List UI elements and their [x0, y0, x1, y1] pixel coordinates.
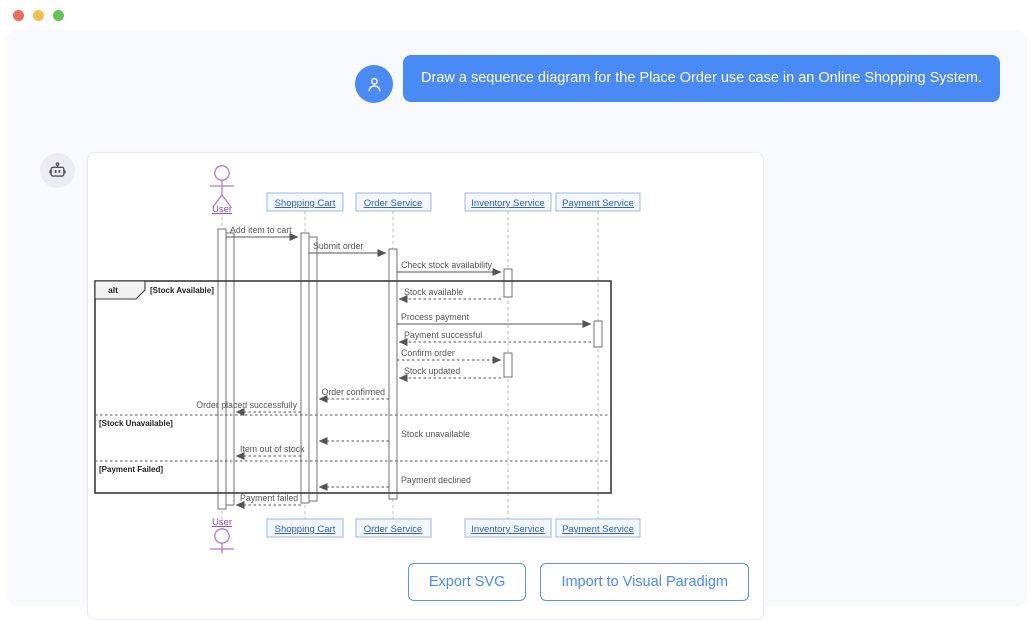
chat-panel: Draw a sequence diagram for the Place Or… — [7, 30, 1027, 620]
message-label-13: Payment declined — [401, 475, 471, 485]
import-visual-paradigm-button[interactable]: Import to Visual Paradigm — [540, 563, 749, 601]
window-controls — [13, 10, 64, 21]
message-label-8: Stock updated — [404, 366, 460, 376]
lifeline-headers-bottom: Shopping Cart Order Service Inventory Se… — [266, 518, 641, 538]
message-label-4: Stock available — [404, 287, 463, 297]
window-titlebar — [0, 0, 1034, 30]
actor-label-bottom: User — [212, 517, 232, 528]
message-label-5: Process payment — [401, 312, 470, 322]
lifeline-header-cart[interactable]: Shopping Cart — [275, 198, 336, 209]
message-label-7: Confirm order — [401, 348, 455, 358]
lifeline-footer-payment[interactable]: Payment Service — [562, 524, 634, 535]
lifeline-footer-inventory[interactable]: Inventory Service — [471, 524, 544, 535]
message-label-12: Item out of stock — [240, 444, 305, 454]
sequence-diagram: User Shopping Cart Order Service Invento… — [88, 153, 763, 553]
message-label-1: Add item to cart — [230, 225, 292, 235]
message-label-10: Order placed successfully — [196, 400, 297, 410]
lifeline-footer-cart[interactable]: Shopping Cart — [275, 524, 336, 535]
lifeline-header-order[interactable]: Order Service — [364, 198, 423, 209]
message-label-11: Stock unavailable — [401, 429, 470, 439]
card-actions: Export SVG Import to Visual Paradigm — [88, 563, 763, 601]
message-label-6: Payment successful — [404, 330, 482, 340]
message-label-14: Payment failed — [240, 493, 298, 503]
actor-user-bottom — [210, 528, 234, 553]
minimize-button[interactable] — [33, 10, 44, 21]
activation-bars — [217, 228, 603, 510]
message-label-9: Order confirmed — [321, 387, 385, 397]
robot-icon — [40, 153, 75, 188]
export-svg-button[interactable]: Export SVG — [407, 563, 527, 601]
close-button[interactable] — [13, 10, 24, 21]
alt-operator-label: alt — [108, 285, 118, 295]
message-label-3: Check stock availability — [401, 260, 493, 270]
alt-guard-1: [Stock Available] — [150, 286, 214, 295]
lifeline-header-payment[interactable]: Payment Service — [562, 198, 634, 209]
alt-guard-2: [Stock Unavailable] — [99, 419, 173, 428]
user-message-row: Draw a sequence diagram for the Place Or… — [355, 55, 1000, 103]
message-label-2: Submit order — [313, 241, 363, 251]
lifeline-header-inventory[interactable]: Inventory Service — [471, 198, 544, 209]
person-icon — [355, 65, 394, 103]
diagram-result-card: User Shopping Cart Order Service Invento… — [87, 152, 764, 620]
lifeline-headers-top: Shopping Cart Order Service Inventory Se… — [266, 192, 641, 212]
lifeline-footer-order[interactable]: Order Service — [364, 524, 423, 535]
maximize-button[interactable] — [53, 10, 64, 21]
actor-user-top — [210, 165, 234, 208]
alt-fragment: alt [Stock Available] [Stock Unavailable… — [94, 280, 612, 494]
alt-guard-3: [Payment Failed] — [99, 465, 163, 474]
actor-label-top: User — [212, 204, 232, 215]
user-message-text: Draw a sequence diagram for the Place Or… — [403, 55, 1000, 102]
